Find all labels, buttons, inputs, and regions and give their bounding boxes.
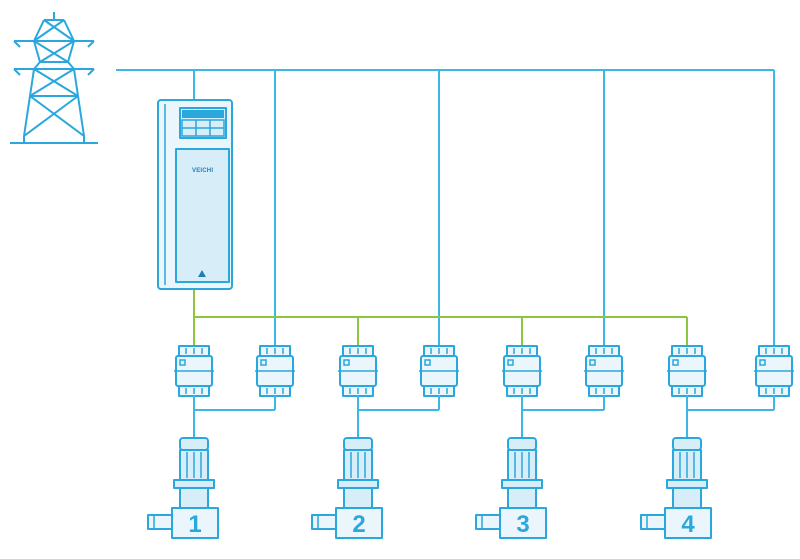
contactor-group bbox=[174, 345, 794, 397]
motor-feed-lines bbox=[193, 395, 775, 438]
frequency-inverter-icon: VEICHI bbox=[157, 99, 233, 290]
drive-output-bus bbox=[193, 290, 688, 346]
contactor-icon bbox=[584, 345, 624, 397]
contactor-icon bbox=[174, 345, 214, 397]
pump-motor-icon: 1 bbox=[147, 437, 219, 539]
motor-group: 1 2 3 4 bbox=[147, 437, 712, 539]
contactor-icon bbox=[502, 345, 542, 397]
motor-number-label: 2 bbox=[352, 511, 365, 538]
contactor-icon bbox=[338, 345, 378, 397]
pump-motor-icon: 3 bbox=[475, 437, 547, 539]
power-bus bbox=[116, 69, 775, 346]
drive-indicator-icon bbox=[198, 270, 206, 277]
motor-number-label: 4 bbox=[681, 511, 695, 538]
contactor-icon bbox=[255, 345, 295, 397]
contactor-icon bbox=[754, 345, 794, 397]
drive-brand-label: VEICHI bbox=[192, 168, 213, 174]
contactor-icon bbox=[419, 345, 459, 397]
pump-motor-icon: 2 bbox=[311, 437, 383, 539]
motor-number-label: 3 bbox=[516, 511, 529, 538]
transmission-tower-icon bbox=[10, 12, 98, 144]
contactor-icon bbox=[667, 345, 707, 397]
motor-number-label: 1 bbox=[188, 511, 201, 538]
pump-motor-icon: 4 bbox=[640, 437, 712, 539]
